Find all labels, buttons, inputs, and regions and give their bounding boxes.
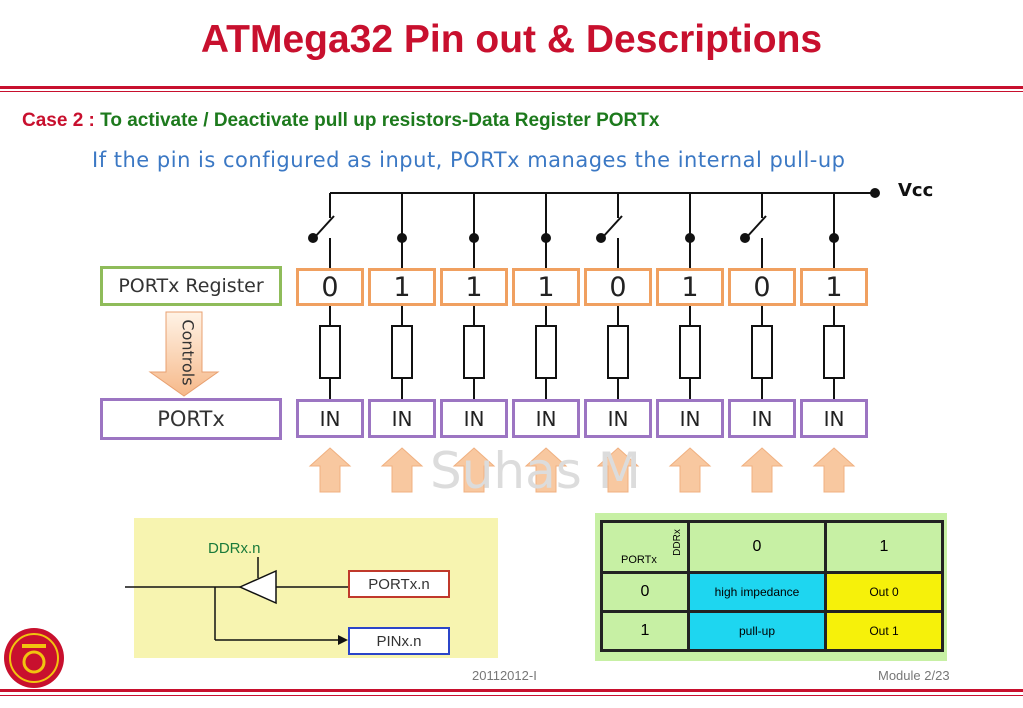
case-text: To activate / Deactivate pull up resisto… — [94, 110, 660, 131]
input-arrow-1 — [380, 447, 424, 493]
pinxn-box: PINx.n — [348, 627, 450, 655]
bottom-divider — [0, 689, 1023, 692]
controls-arrow — [148, 311, 220, 397]
truth-cell: pull-up — [687, 610, 827, 652]
portx-bit-4: 0 — [584, 268, 652, 306]
input-arrow-7 — [812, 447, 856, 493]
pullup-resistor-0 — [319, 306, 341, 399]
pullup-switch-6 — [740, 193, 767, 268]
pullup-resistor-6 — [751, 306, 773, 399]
diagram-subtitle: If the pin is configured as input, PORTx… — [92, 148, 846, 172]
pullup-resistor-3 — [535, 306, 557, 399]
controls-label: Controls — [178, 319, 198, 386]
portx-label: PORTx — [100, 398, 282, 440]
portx-bit-5: 1 — [656, 268, 724, 306]
pin-input-5: IN — [656, 399, 724, 438]
footer-date: 20112012-I — [472, 668, 537, 683]
pin-input-0: IN — [296, 399, 364, 438]
truth-col-header: 1 — [824, 520, 944, 574]
pin-input-6: IN — [728, 399, 796, 438]
pullup-switch-4 — [596, 193, 623, 268]
pullup-switch-1 — [397, 193, 407, 268]
pullup-switch-7 — [829, 193, 839, 268]
ddrxn-label: DDRx.n — [208, 540, 261, 557]
footer-module: Module 2/23 — [878, 668, 950, 683]
truth-table: PORTx DDRx 0 1 0 high impedance Out 0 1 … — [600, 520, 944, 652]
pin-input-1: IN — [368, 399, 436, 438]
truth-corner: PORTx DDRx — [600, 520, 690, 574]
portx-bit-3: 1 — [512, 268, 580, 306]
pin-input-7: IN — [800, 399, 868, 438]
truth-cell: high impedance — [687, 571, 827, 613]
pin-input-4: IN — [584, 399, 652, 438]
pullup-resistor-5 — [679, 306, 701, 399]
bottom-divider-thin — [0, 695, 1023, 696]
truth-corner-col: DDRx — [672, 529, 684, 556]
truth-row-label: 1 — [600, 610, 690, 652]
portx-register-label: PORTx Register — [100, 266, 282, 306]
input-arrow-6 — [740, 447, 784, 493]
controls-label-wrap: Controls — [176, 316, 200, 392]
truth-cell: Out 1 — [824, 610, 944, 652]
pullup-resistor-7 — [823, 306, 845, 399]
truth-col-header: 0 — [687, 520, 827, 574]
pullup-switch-0 — [308, 193, 335, 268]
case-label: Case 2 : — [22, 110, 95, 131]
pullup-resistor-1 — [391, 306, 413, 399]
watermark: Suhas M — [430, 442, 641, 500]
truth-cell: Out 0 — [824, 571, 944, 613]
truth-corner-row: PORTx — [621, 554, 657, 566]
top-divider — [0, 86, 1023, 89]
vcc-node — [870, 188, 880, 198]
case-heading: Case 2 : To activate / Deactivate pull u… — [22, 110, 659, 132]
portx-bit-7: 1 — [800, 268, 868, 306]
university-logo — [4, 628, 64, 688]
input-arrow-5 — [668, 447, 712, 493]
input-arrow-3 — [524, 447, 568, 493]
pullup-resistor-2 — [463, 306, 485, 399]
input-arrow-2 — [452, 447, 496, 493]
pullup-switch-2 — [469, 193, 479, 268]
truth-row-label: 0 — [600, 571, 690, 613]
pin-input-3: IN — [512, 399, 580, 438]
portx-bit-0: 0 — [296, 268, 364, 306]
portx-bit-6: 0 — [728, 268, 796, 306]
pullup-switch-3 — [541, 193, 551, 268]
vcc-label: Vcc — [898, 180, 934, 201]
portxn-box: PORTx.n — [348, 570, 450, 598]
pullup-switch-5 — [685, 193, 695, 268]
pin-input-2: IN — [440, 399, 508, 438]
input-arrow-0 — [308, 447, 352, 493]
pullup-resistor-4 — [607, 306, 629, 399]
top-divider-thin — [0, 91, 1023, 92]
portx-bit-2: 1 — [440, 268, 508, 306]
page-title: ATMega32 Pin out & Descriptions — [200, 18, 823, 61]
input-arrow-4 — [596, 447, 640, 493]
portx-bit-1: 1 — [368, 268, 436, 306]
